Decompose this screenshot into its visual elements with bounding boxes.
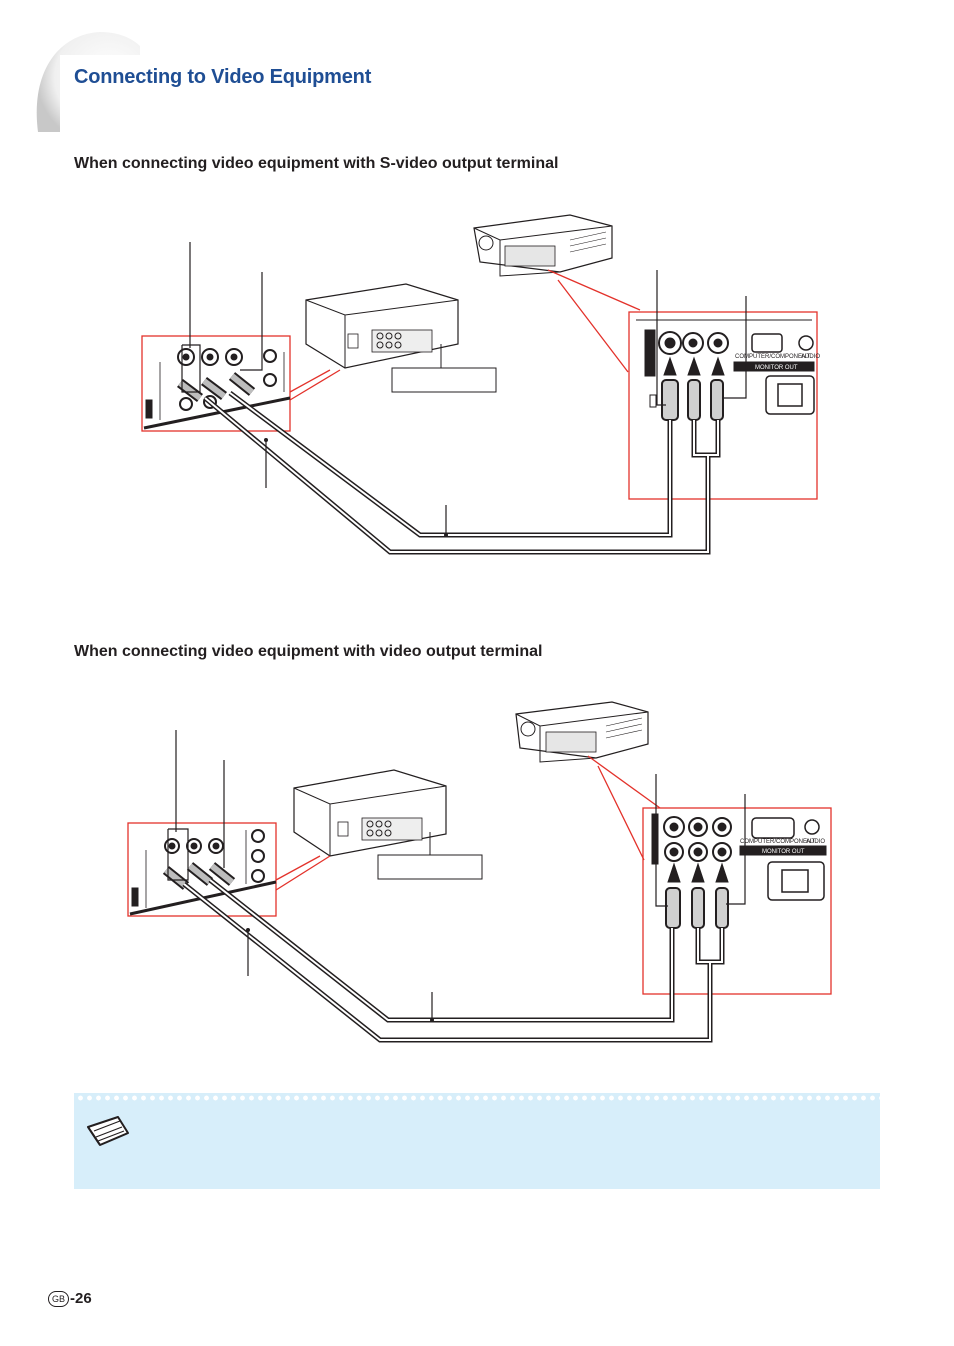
page-title: Connecting to Video Equipment [74, 66, 372, 88]
s-video-connection-diagram: COMPUTER/COMPONENT AUDIO MONITOR OUT [141, 214, 820, 555]
vcr-terminal-callout [127, 822, 277, 917]
cables [182, 878, 725, 1043]
projector-illustration [515, 701, 649, 763]
computer-component-label: COMPUTER/COMPONENT [740, 839, 815, 845]
page-number: GB -26 [48, 1290, 92, 1307]
note-dotted-border [74, 1093, 880, 1103]
section-heading-s-video: When connecting video equipment with S-v… [74, 155, 559, 172]
projector-terminal-panel [636, 319, 815, 421]
equipment-label-box [391, 367, 497, 393]
page-tab-decoration [36, 32, 154, 135]
vcr-terminal-callout [141, 335, 291, 432]
projector-illustration [473, 214, 613, 277]
video-equipment-illustration [293, 769, 447, 857]
note-box [74, 1093, 880, 1189]
video-connection-diagram: COMPUTER/COMPONENT AUDIO MONITOR OUT [127, 701, 832, 1043]
computer-component-label: COMPUTER/COMPONENT [735, 354, 810, 360]
audio-label: AUDIO [806, 839, 825, 845]
projector-terminal-panel [651, 813, 827, 929]
section-heading-video: When connecting video equipment with vid… [74, 643, 543, 660]
cables [203, 390, 721, 555]
projector-terminal-callout [642, 807, 832, 995]
monitor-out-label: MONITOR OUT [762, 849, 805, 855]
equipment-label-box [377, 854, 483, 880]
audio-label: AUDIO [801, 354, 820, 360]
pencil-note-icon [87, 1116, 129, 1146]
projector-terminal-callout [628, 311, 818, 500]
region-badge: GB [48, 1290, 70, 1307]
vcr-terminal-panel [143, 348, 291, 430]
monitor-out-label: MONITOR OUT [755, 365, 798, 371]
video-equipment-illustration [305, 283, 459, 369]
page-number-text: -26 [70, 1290, 92, 1307]
